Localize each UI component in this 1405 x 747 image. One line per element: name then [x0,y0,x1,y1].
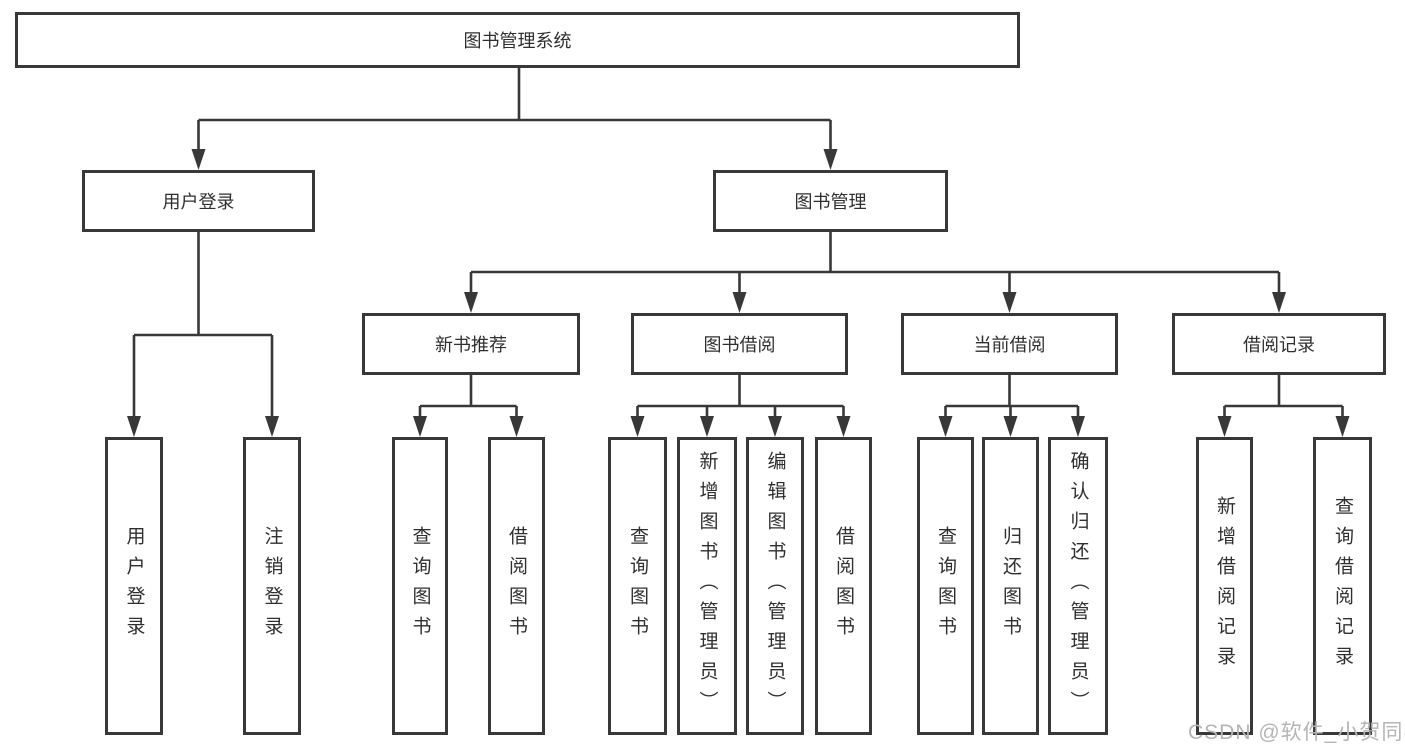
node-new-book-recommend: 新书推荐 [362,313,580,375]
leaf-borrow-books-recommend: 借阅图书 [488,437,545,735]
node-user-login: 用户登录 [82,170,315,232]
leaf-logout: 注销登录 [243,437,301,735]
leaf-label: 查询图书 [409,526,431,646]
leaf-label: 新增图书（管理员） [696,451,718,721]
csdn-watermark: CSDN @软件_小贺同学 [1188,721,1405,744]
leaf-label: 确认归还（管理员） [1067,451,1089,721]
leaf-return-books: 归还图书 [982,437,1039,735]
leaf-label: 借阅图书 [506,526,527,646]
leaf-label: 查询图书 [627,526,648,646]
leaf-label: 借阅图书 [833,526,854,646]
leaf-user-login: 用户登录 [105,437,163,735]
node-book-management: 图书管理 [713,170,948,232]
node-root: 图书管理系统 [15,12,1020,68]
leaf-label: 编辑图书（管理员） [764,451,786,721]
leaf-query-borrow-record: 查询借阅记录 [1313,437,1372,735]
node-book-borrowing: 图书借阅 [631,313,848,375]
leaf-label: 归还图书 [1000,526,1021,646]
leaf-add-books-admin: 新增图书（管理员） [677,437,737,735]
leaf-label: 用户登录 [123,526,145,646]
leaf-confirm-return-admin: 确认归还（管理员） [1048,437,1108,735]
leaf-edit-books-admin: 编辑图书（管理员） [746,437,804,735]
leaf-query-books-borrowing: 查询图书 [608,437,667,735]
leaf-label: 查询图书 [935,526,956,646]
leaf-label: 注销登录 [261,526,283,646]
leaf-add-borrow-record: 新增借阅记录 [1196,437,1253,735]
leaf-query-books-recommend: 查询图书 [392,437,448,735]
leaf-label: 新增借阅记录 [1214,496,1235,676]
leaf-query-books-current: 查询图书 [917,437,974,735]
leaf-label: 查询借阅记录 [1332,496,1353,676]
node-current-borrowing: 当前借阅 [901,313,1118,375]
node-borrowing-records: 借阅记录 [1172,313,1386,375]
leaf-borrow-books: 借阅图书 [815,437,872,735]
